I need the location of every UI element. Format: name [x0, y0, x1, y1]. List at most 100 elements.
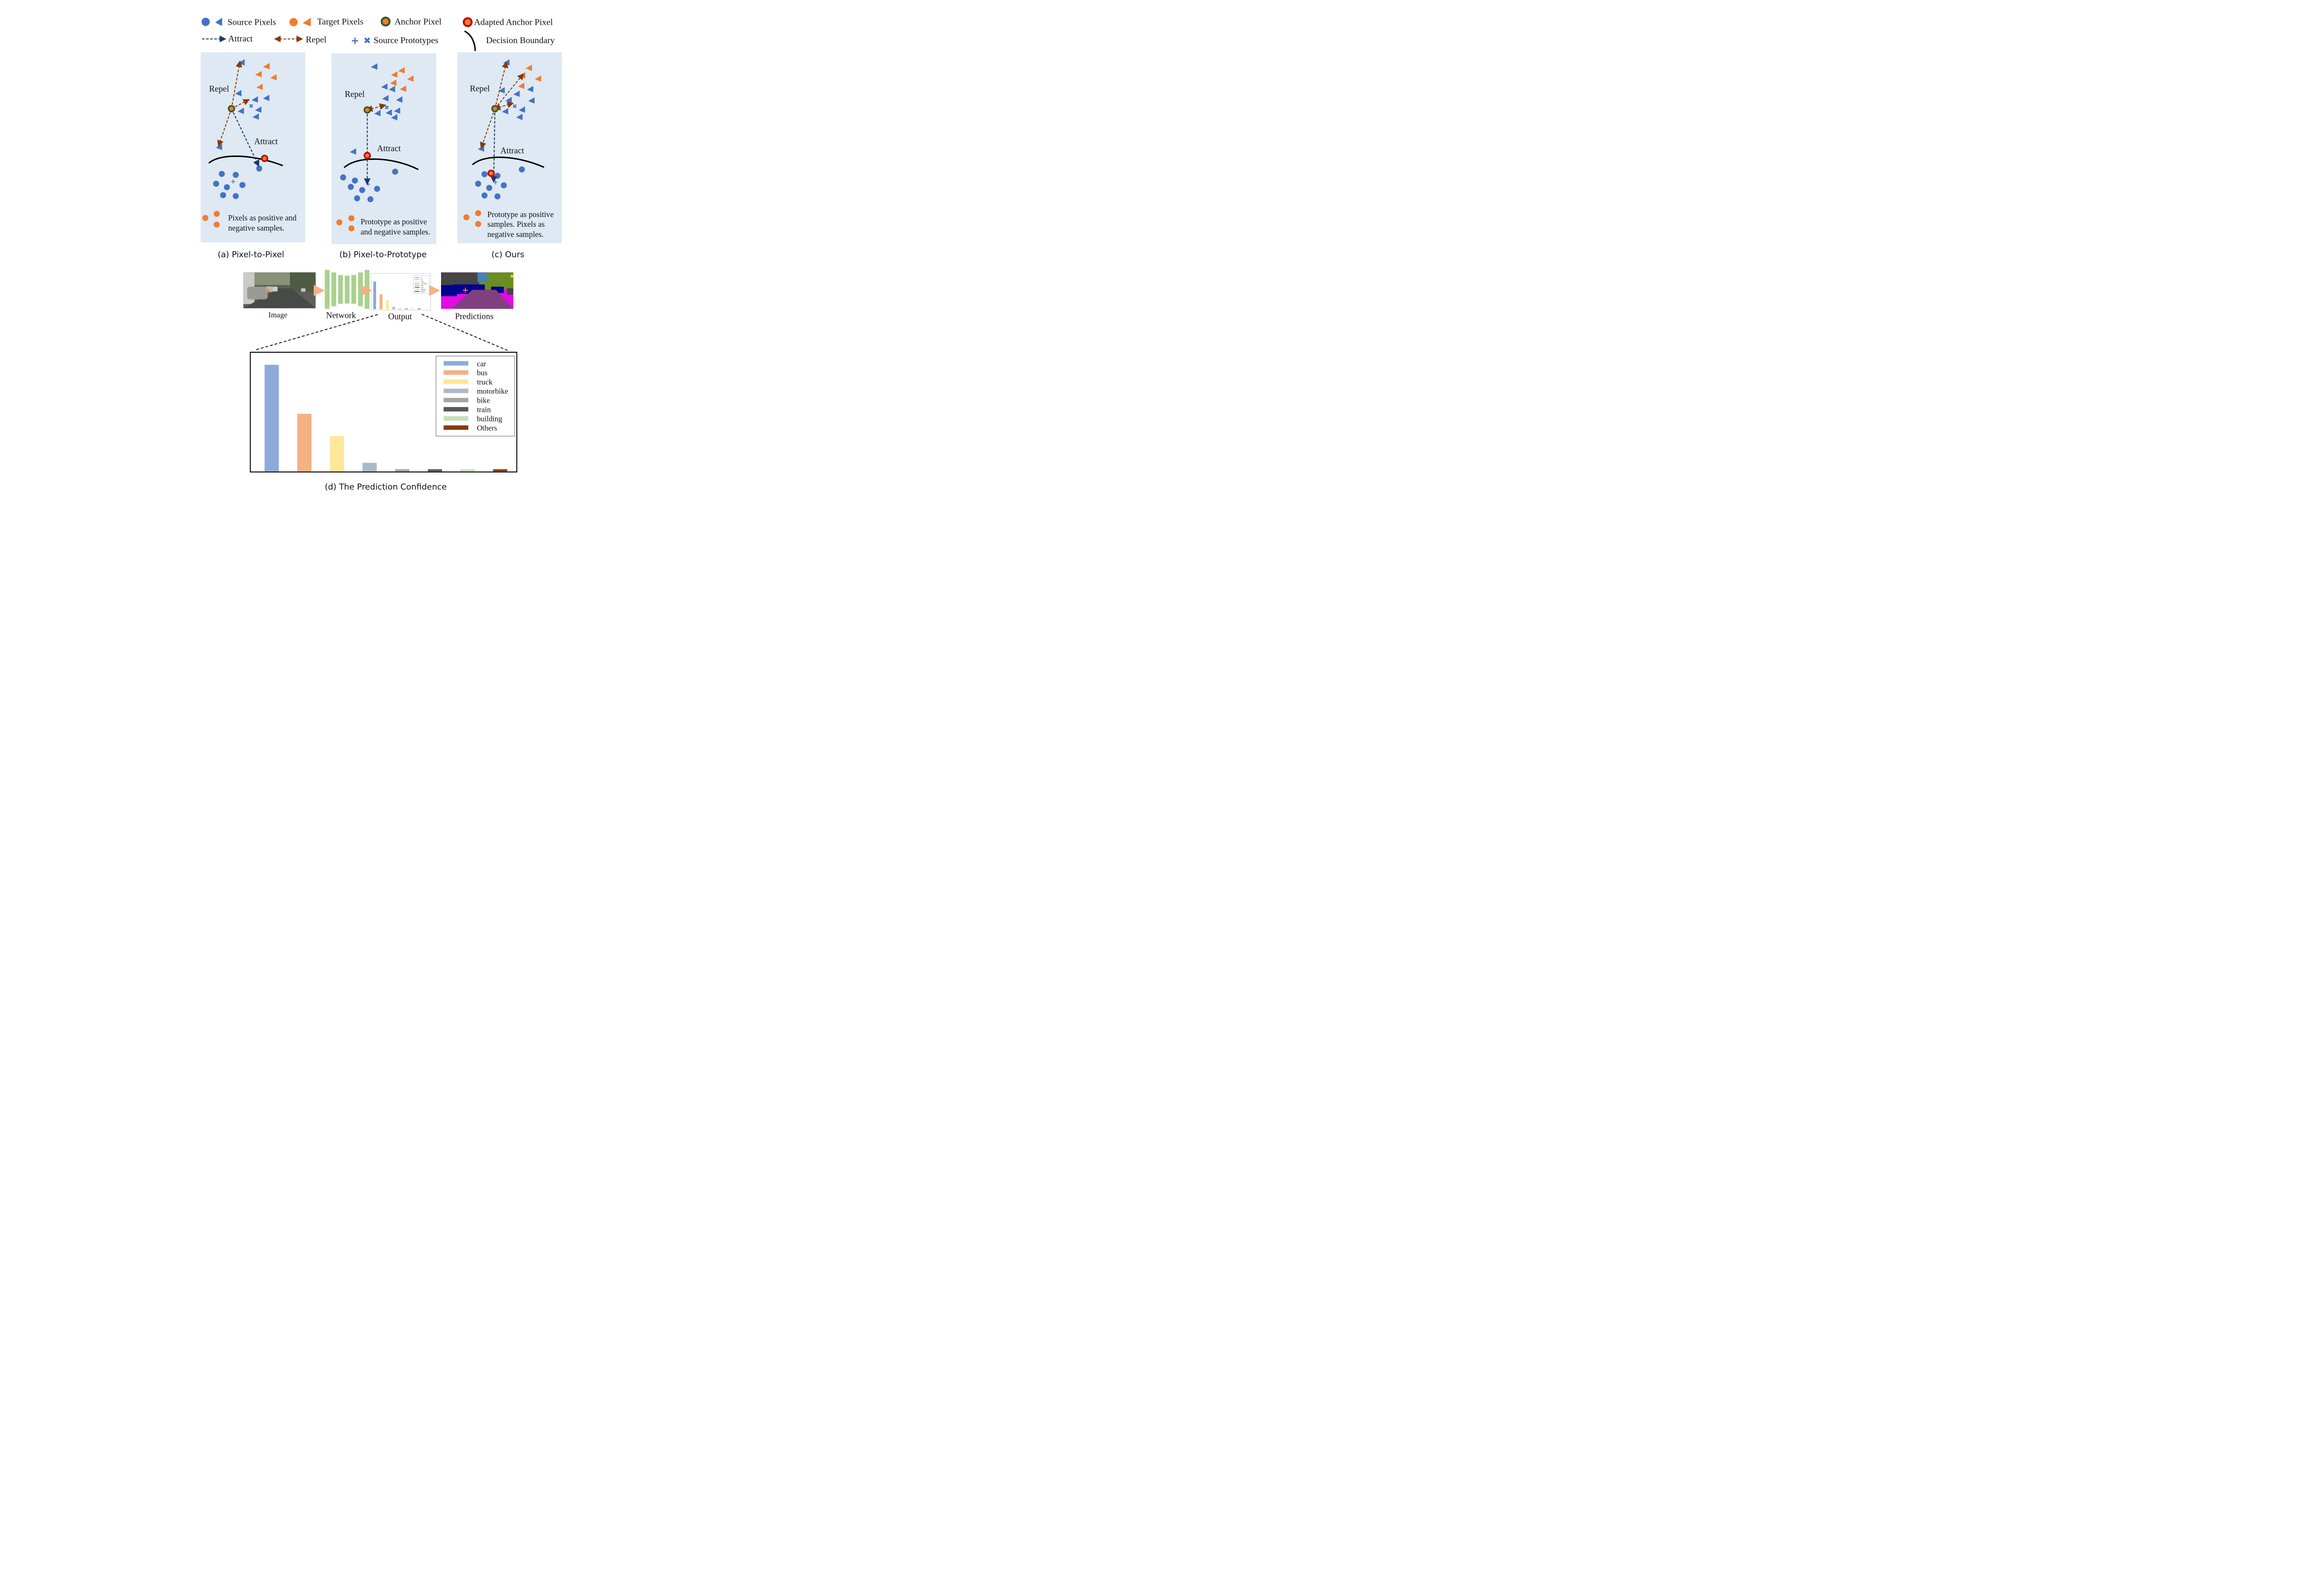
panel-a-prototype-plus-icon: + — [230, 178, 236, 186]
panel-a-caption: (a) Pixel-to-Pixel — [218, 250, 284, 260]
legend-decision-boundary: Decision Boundary — [486, 35, 555, 45]
bar-train — [427, 469, 442, 471]
bar-others — [493, 469, 507, 471]
panel-b-note-line-1: Prototype as positive — [361, 217, 427, 226]
panel-b-target-triangles — [390, 67, 414, 92]
panel-a-repel-arrow-right — [231, 99, 250, 110]
panel-a-note-line-2: negative samples. — [228, 223, 284, 233]
adapted-anchor-legend-icon — [462, 17, 473, 27]
decision-boundary-legend-icon — [464, 30, 476, 51]
panel-a-prototype-cross-icon: ✖ — [249, 103, 253, 110]
output-thumbnail-bars — [373, 282, 421, 310]
panel-c-repel-label: Repel — [470, 83, 490, 93]
mini-bar-truck — [386, 300, 389, 310]
panel-b-prototype-cross-icon: ✖ — [384, 104, 389, 111]
legend-label-truck: truck — [477, 378, 492, 387]
panel-a-attract-arrow — [231, 108, 259, 167]
mini-legend-label-building: building — [421, 289, 426, 291]
panel-c-decision-boundary — [472, 156, 545, 168]
legend-swatch-truck — [443, 379, 469, 384]
output-thumbnail: carbustruckmotorbikebiketrainbuildingOth… — [371, 273, 431, 311]
bar-building — [460, 469, 475, 471]
panel-pixel-to-prototype: ✖ + Repel Attract Prototype as positive … — [331, 53, 437, 260]
mini-legend-label-bus: bus — [421, 279, 423, 281]
panel-a-target-triangles — [255, 63, 277, 90]
chart-bars — [264, 364, 507, 471]
panel-c-repel-arrow-right — [493, 101, 514, 110]
pipeline-output-label: Output — [388, 312, 412, 321]
chart-title: (d) The Prediction Confidence — [325, 483, 447, 492]
panel-c-prototype-cross-icon: ✖ — [512, 103, 517, 110]
source-triangle-legend-icon — [215, 17, 222, 26]
mini-legend-swatch-truck — [414, 281, 420, 282]
panel-a-anchor-pixel — [228, 105, 236, 112]
legend-swatch-bus — [443, 370, 469, 375]
panel-c-note-dots — [463, 210, 481, 227]
network-icon — [325, 270, 370, 309]
panel-a-attract-label: Attract — [254, 136, 278, 146]
panel-b-source-dots — [340, 169, 398, 203]
mini-bar-motorbike — [392, 307, 395, 310]
figure-svg: Source Pixels Target Pixels Anchor Pixel… — [201, 16, 562, 492]
bar-bus — [297, 414, 312, 471]
panel-c-repel-arrow-target — [494, 73, 524, 109]
pipeline-network-label: Network — [326, 310, 356, 320]
panel-b-repel-arrow — [366, 103, 386, 112]
zoom-line-right — [421, 313, 509, 352]
legend-swatch-train — [443, 407, 469, 412]
legend-swatch-car — [443, 361, 469, 366]
panel-b-anchor-pixel — [363, 106, 371, 114]
panel-ours: ✖ + Repel Attract Prototype as positive … — [457, 52, 562, 260]
legend-source-prototypes: Source Prototypes — [374, 35, 439, 45]
panel-b-adapted-anchor-pixel — [363, 152, 371, 159]
panel-c-note-line-3: negative samples. — [488, 230, 544, 239]
panel-c-note-line-1: Prototype as positive — [488, 210, 554, 219]
mini-legend-swatch-building — [414, 289, 420, 290]
legend-adapted-anchor-pixel: Adapted Anchor Pixel — [474, 17, 553, 27]
chart-legend: carbustruckmotorbikebiketrainbuildingOth… — [443, 360, 508, 432]
legend-target-pixels: Target Pixels — [317, 16, 363, 26]
pipeline-image-label: Image — [269, 311, 287, 319]
panel-b-decision-boundary — [344, 158, 419, 171]
prediction-confidence-chart: carbustruckmotorbikebiketrainbuildingOth… — [250, 352, 518, 492]
legend-swatch-motorbike — [443, 389, 469, 393]
street-image: + — [243, 272, 316, 309]
legend-label-building: building — [477, 415, 502, 423]
panel-b-background — [331, 53, 437, 245]
panel-a-decision-boundary — [208, 155, 284, 167]
mini-legend-label-train: train — [421, 287, 424, 289]
panel-b-note-line-2: and negative samples. — [361, 227, 430, 236]
legend-label-bike: bike — [477, 397, 490, 405]
zoom-line-left — [255, 314, 378, 351]
panel-b-repel-label: Repel — [345, 89, 364, 99]
pipeline-predictions-label: Predictions — [455, 311, 494, 321]
legend-label-car: car — [477, 360, 487, 368]
mini-legend-swatch-train — [414, 287, 420, 288]
panel-b-note-dots — [336, 215, 355, 232]
panel-a-adapted-anchor-pixel — [261, 155, 269, 162]
bar-motorbike — [362, 463, 377, 471]
mini-legend-label-others: Others — [421, 291, 425, 293]
pipeline: + Image Network carbustruckmotorbikebike… — [243, 270, 514, 321]
legend-swatch-building — [443, 416, 469, 421]
panel-b-caption: (b) Pixel-to-Prototype — [339, 250, 427, 260]
panel-a-note-dots — [202, 211, 220, 228]
bar-truck — [330, 436, 345, 471]
legend-label-bus: bus — [477, 369, 488, 377]
mini-legend-swatch-car — [414, 277, 420, 278]
source-pixel-legend-icon — [201, 17, 210, 26]
output-thumbnail-legend: carbustruckmotorbikebiketrainbuildingOth… — [414, 277, 427, 293]
source-prototype-plus-icon: + — [351, 35, 360, 47]
target-pixel-legend-icon — [289, 18, 298, 27]
mini-legend-label-bike: bike — [421, 285, 424, 287]
panel-c-repel-arrow-down — [480, 108, 496, 149]
street-image-plus-icon: + — [264, 286, 271, 296]
legend-label-train: train — [477, 406, 491, 414]
source-prototype-cross-icon: ✖ — [363, 36, 371, 46]
legend-attract: Attract — [228, 34, 253, 44]
legend-label-others: Others — [477, 424, 497, 432]
mini-legend-swatch-others — [414, 291, 420, 292]
mini-bar-car — [373, 282, 377, 310]
legend-source-pixels: Source Pixels — [227, 17, 276, 27]
mini-legend-swatch-bike — [414, 285, 420, 286]
